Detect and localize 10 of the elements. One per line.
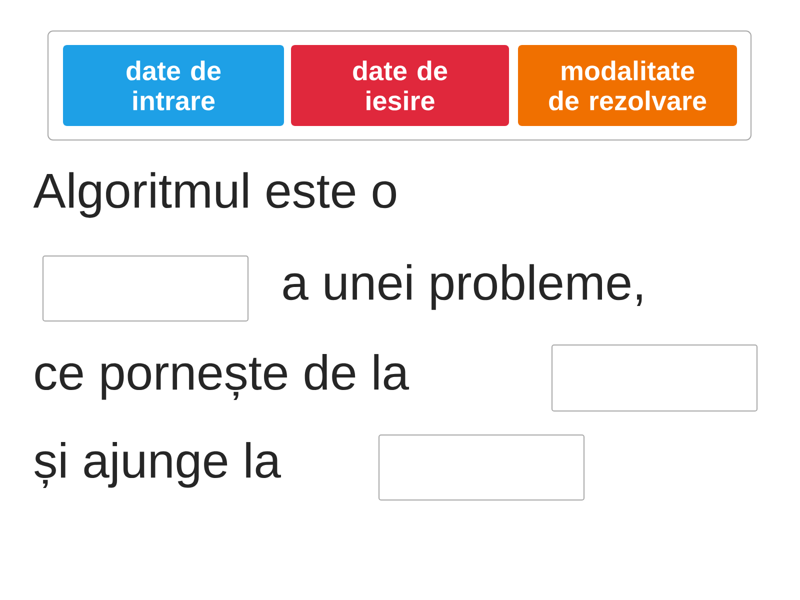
sentence-text: și ajunge la [34,442,281,488]
sentence-text: Algoritmul este o [33,172,396,218]
sentence-text: a unei probleme, [283,264,642,310]
answer-box [42,256,248,322]
answer-tile: date de iesire [291,45,509,126]
answer-tile: date de intrare [63,45,284,126]
sentence-text: ce pornește de la [35,354,410,400]
answer-tile: modalitate de rezolvare [518,45,737,126]
answer-box [552,344,758,412]
answer-box [378,434,584,500]
